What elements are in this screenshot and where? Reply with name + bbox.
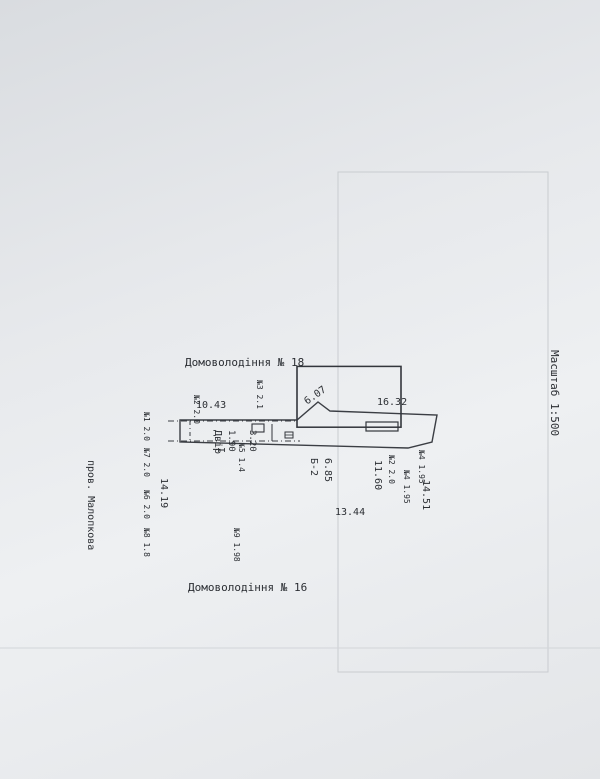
point-2: №2 2.0 (192, 395, 201, 424)
neighbor-top-label: Домоволодіння № 18 (185, 356, 305, 369)
dim-right: 14.51 (420, 480, 431, 511)
point-11: №4 1.95 (402, 470, 411, 504)
point-10: №2 2.0 (387, 455, 396, 484)
yard-mark: I (215, 447, 226, 454)
dim-top-mid: 6.07 (302, 384, 329, 408)
dim-top-left: 10.43 (196, 400, 227, 411)
dim-gap-b: 1.90 (226, 430, 236, 452)
scale-label: Масштаб 1:500 (548, 350, 561, 437)
faint-frame (337, 171, 549, 673)
point-3: №3 2.1 (255, 380, 264, 409)
dim-top-right: 16.32 (377, 397, 408, 408)
dim-gap-a: 3.20 (247, 430, 257, 452)
dim-left: 14.19 (158, 478, 169, 509)
point-8: №8 1.8 (142, 528, 151, 557)
shed (251, 423, 265, 433)
point-5: №5 1.4 (237, 443, 246, 472)
building-annex (365, 421, 399, 432)
neighbor-bottom-label: Домоволодіння № 16 (188, 581, 308, 594)
building-height: 6.85 (322, 458, 333, 483)
dim-inner-length: 11.60 (372, 460, 383, 491)
building-code: Б-2 (308, 458, 319, 477)
point-6: №6 2.0 (142, 490, 151, 519)
building-b2 (296, 365, 402, 428)
parcel-outline (179, 401, 438, 449)
point-1: №1 2.0 (142, 412, 151, 441)
point-4: №4 1.95 (417, 450, 426, 484)
point-9: №9 1.98 (232, 528, 241, 562)
dim-inner-bottom: 13.44 (335, 507, 366, 518)
point-7: №7 2.0 (142, 448, 151, 477)
street-label: пров. Малопкова (85, 460, 96, 551)
